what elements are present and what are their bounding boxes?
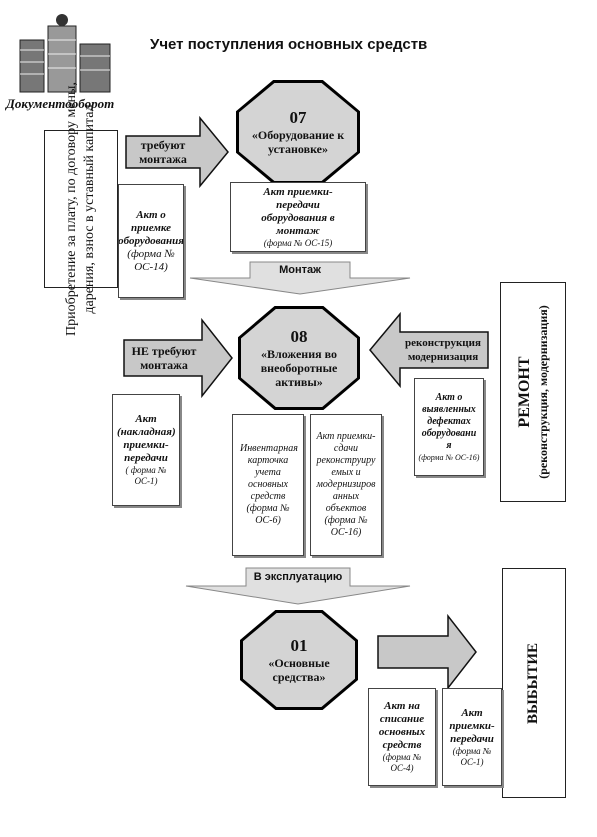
doc-os1-in: Акт (накладная) приемки-передачи ( форма…: [112, 394, 180, 506]
doc-os14-form: (форма № ОС-14): [127, 247, 175, 273]
acquisition-box: Приобретение за плату, по договору мены,…: [44, 82, 118, 336]
account-07-name: «Оборудование к установке»: [251, 128, 345, 156]
doc-os1-out: Акт приемки-передачи (форма № ОС-1): [442, 688, 502, 786]
logo-caption: Документооборот: [6, 96, 115, 111]
doc-os1-out-form: (форма № ОС-1): [452, 745, 492, 767]
account-08-name: «Вложения во внеоборотные активы»: [260, 347, 338, 389]
doc-os1-out-title: Акт приемки-передачи: [449, 706, 495, 745]
doc-os14-title: Акт о приемке оборудования: [118, 208, 184, 247]
doc-os15: Акт приемки-передачи оборудования в монт…: [230, 182, 366, 252]
acquisition-line-1: Приобретение за плату, по договору мены,: [64, 82, 80, 336]
installation-label: Монтаж: [279, 264, 321, 276]
disposal-box: ВЫБЫТИЕ: [502, 568, 566, 798]
account-07: 07 «Оборудование к установке»: [236, 80, 360, 184]
no-install-label: НЕ требуют монтажа: [131, 344, 197, 372]
doc-os16-defects: Акт о выявленных дефектах оборудования (…: [414, 378, 484, 476]
reconstruction-label: реконструкция модернизация: [405, 337, 481, 363]
doc-os6-title: Инвентарная карточка учета основных сред…: [240, 443, 298, 502]
doc-os16-mod: Акт приемки-сдачи реконструируемых и мод…: [310, 414, 382, 556]
account-01-code: 01: [290, 636, 308, 655]
account-08: 08 «Вложения во внеоборотные активы»: [238, 306, 360, 410]
account-01: 01 «Основные средства»: [240, 610, 358, 710]
arrow-no-install: [123, 317, 233, 399]
need-install-label: требуют монтажа: [139, 138, 187, 166]
repair-box: РЕМОНТ (реконструкция, модернизация): [500, 282, 566, 502]
doc-os1-in-form: ( форма № ОС-1): [125, 465, 167, 486]
acquisition-line-2: дарения, взнос в уставный капитал: [82, 104, 98, 314]
doc-os1-in-title: Акт (накладная) приемки-передачи: [117, 413, 176, 464]
operation-label: В эксплуатацию: [253, 571, 343, 583]
doc-os15-title: Акт приемки-передачи оборудования в монт…: [261, 185, 335, 237]
doc-os4-form: (форма № ОС-4): [382, 752, 422, 773]
document-stack-icon: [19, 14, 111, 93]
repair-title: РЕМОНТ: [516, 356, 533, 428]
doc-os6-form: (форма № ОС-6): [246, 503, 290, 526]
account-08-code: 08: [290, 327, 308, 346]
repair-subtitle: (реконструкция, модернизация): [536, 305, 550, 479]
flow-arrow-operation: [185, 567, 411, 605]
doc-os16-defects-title: Акт о выявленных дефектах оборудования: [421, 391, 477, 451]
disposal-label: ВЫБЫТИЕ: [525, 642, 542, 724]
arrow-need-install: [125, 115, 229, 189]
flow-arrow-installation: [189, 261, 411, 295]
doc-os16-mod-title: Акт приемки-сдачи реконструируемых и мод…: [316, 431, 376, 514]
doc-os4-title: Акт на списание основных средств: [378, 700, 426, 751]
arrow-reconstruction: [369, 311, 489, 389]
account-01-name: «Основные средства»: [268, 656, 330, 684]
account-07-code: 07: [289, 108, 307, 127]
doc-os16-defects-form: (форма № ОС-16): [418, 452, 480, 462]
doc-os14: Акт о приемке оборудования (форма № ОС-1…: [118, 184, 184, 298]
arrow-to-disposal: [377, 613, 477, 691]
doc-os4: Акт на списание основных средств (форма …: [368, 688, 436, 786]
page-title: Учет поступления основных средств: [150, 36, 428, 53]
doc-os15-form: (форма № ОС-15): [263, 237, 333, 248]
doc-os6: Инвентарная карточка учета основных сред…: [232, 414, 304, 556]
doc-os16-mod-form: (форма № ОС-16): [324, 515, 368, 538]
